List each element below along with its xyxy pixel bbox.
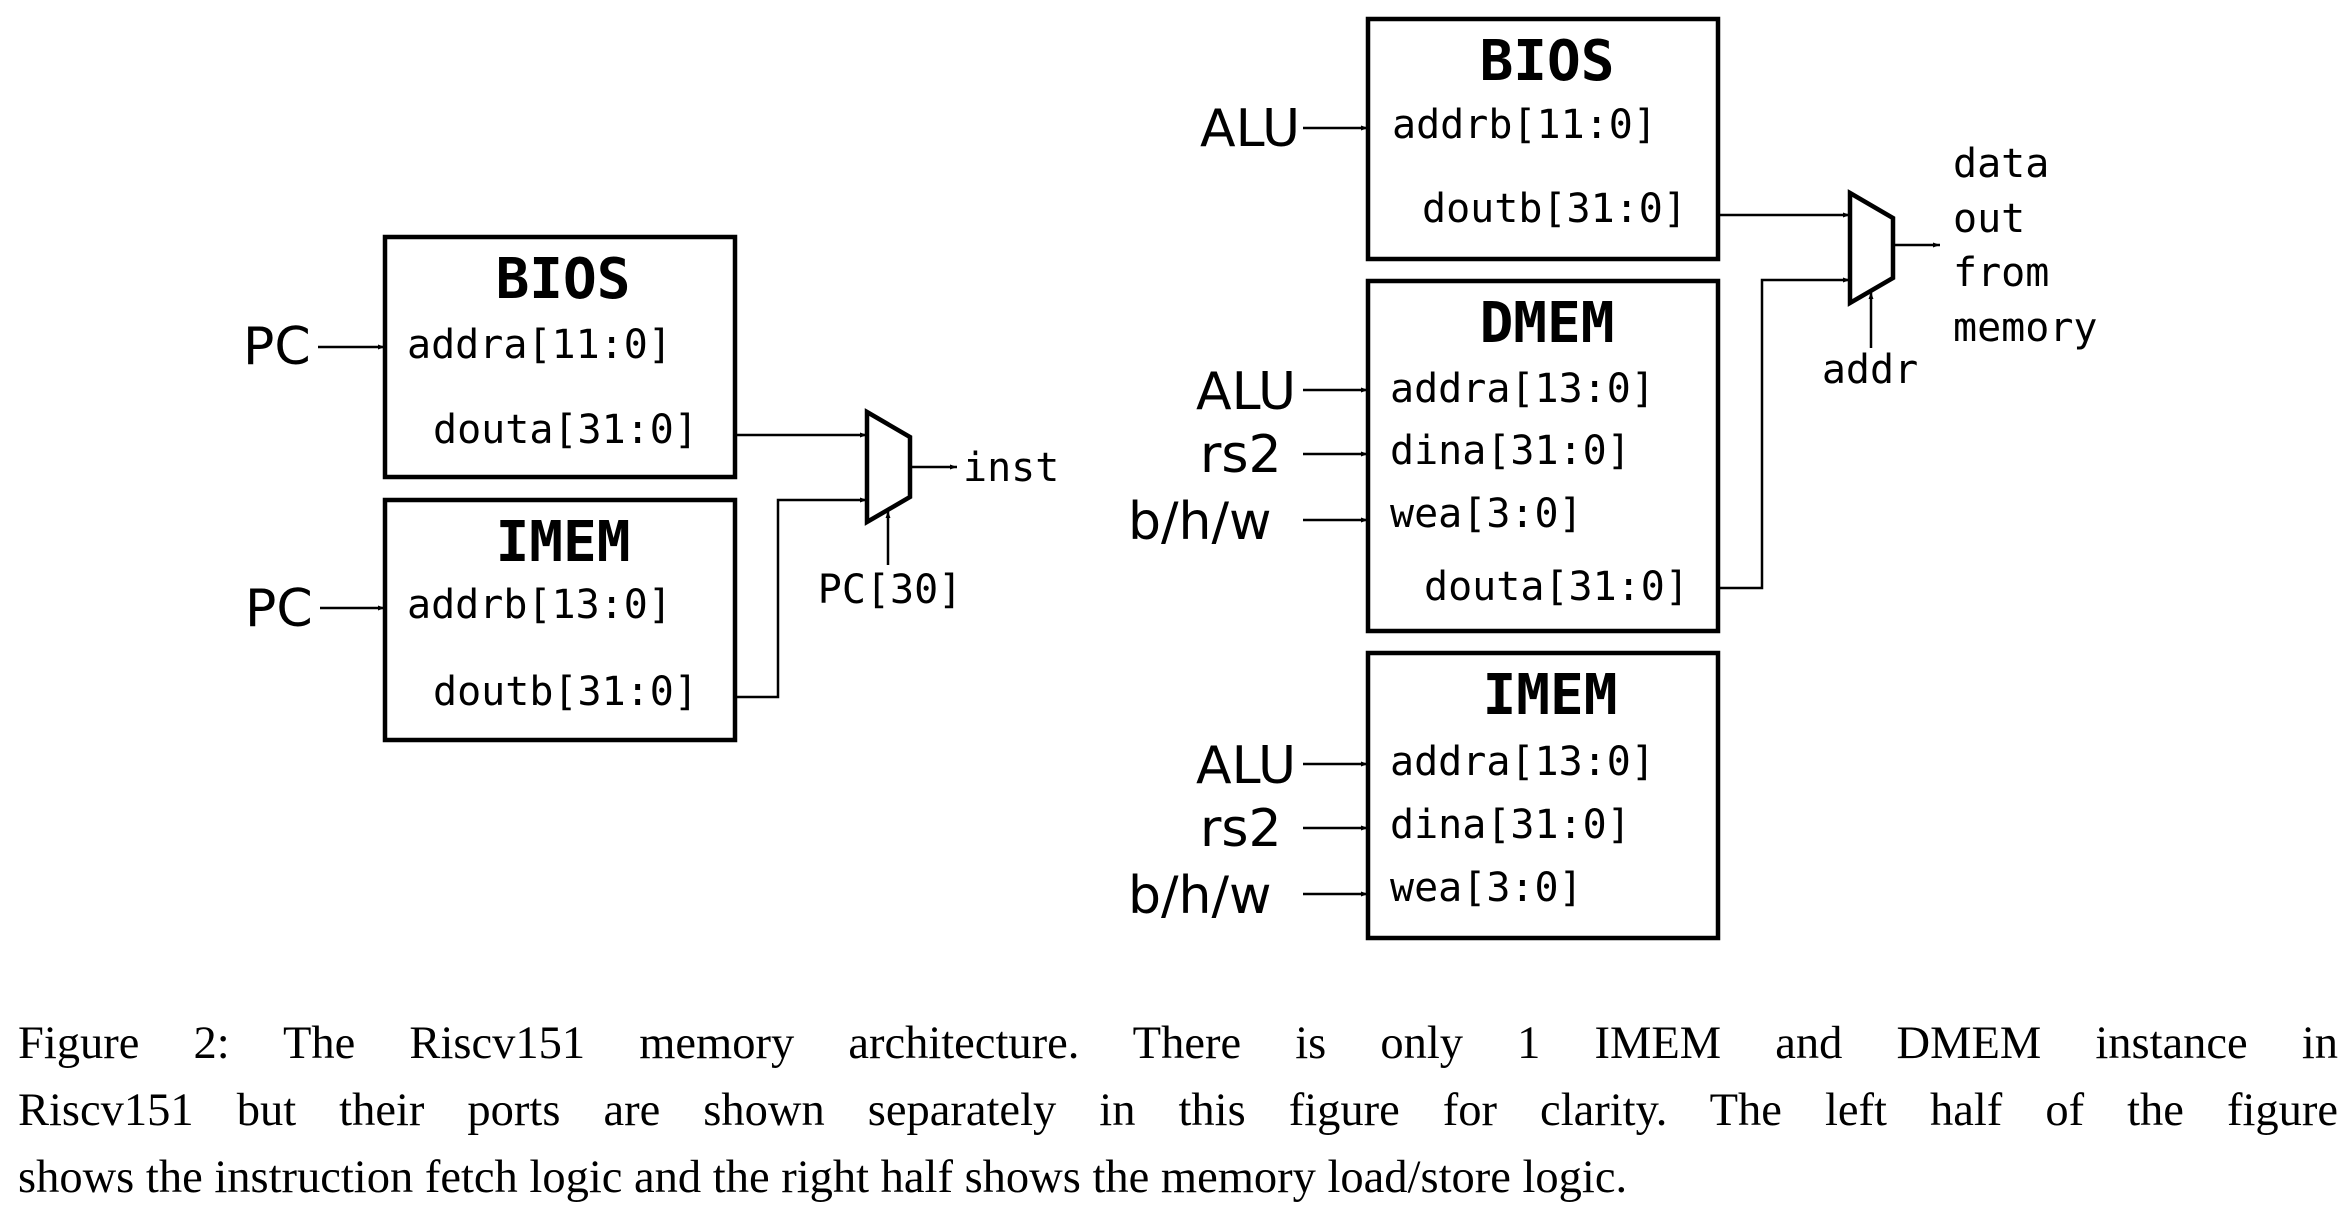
fetch-imem-in-signal: PC xyxy=(245,579,313,639)
ls-imem-in-signal-0: ALU xyxy=(1196,736,1296,796)
fetch-bios-title: BIOS xyxy=(496,247,631,312)
ls-bios-block: BIOS addrb[11:0] doutb[31:0] xyxy=(1365,16,1721,262)
ls-imem-in-port-2: wea[3:0] xyxy=(1390,865,1583,911)
ls-mux-output-line-3: memory xyxy=(1953,305,2098,351)
ls-imem-in-port-0: addra[13:0] xyxy=(1390,739,1655,785)
ls-dmem-in-signal-0: ALU xyxy=(1196,362,1296,422)
fetch-imem-block: IMEM addrb[13:0] doutb[31:0] xyxy=(382,497,738,743)
ls-imem-in-signal-1: rs2 xyxy=(1200,799,1282,859)
fetch-imem-in-port: addrb[13:0] xyxy=(407,582,672,628)
caption-line: shows the instruction fetch logic and th… xyxy=(18,1152,1628,1203)
ls-imem-block: IMEM addra[13:0] dina[31:0] wea[3:0] xyxy=(1365,650,1721,941)
memory-architecture-diagram: BIOS addra[11:0] douta[31:0] PC IMEM add… xyxy=(243,16,2098,941)
ls-dmem-out-wire xyxy=(1718,277,1850,590)
ls-mux-output-line-2: from xyxy=(1953,250,2049,296)
ls-bios-in-port: addrb[11:0] xyxy=(1392,102,1657,148)
ls-mux-select-label: addr xyxy=(1822,347,1918,393)
ls-mux-output-line-0: data xyxy=(1953,141,2049,187)
fetch-bios-block: BIOS addra[11:0] douta[31:0] xyxy=(382,234,738,480)
ls-mux-output-label: data out from memory xyxy=(1953,141,2098,351)
fetch-bios-in-signal: PC xyxy=(243,317,311,377)
fetch-bios-in-port: addra[11:0] xyxy=(407,322,672,368)
caption-line: Figure 2: The Riscv151 memory architectu… xyxy=(18,1018,2338,1069)
ls-mux xyxy=(1847,189,1896,307)
fetch-imem-title: IMEM xyxy=(496,510,631,575)
ls-dmem-block: DMEM addra[13:0] dina[31:0] wea[3:0] dou… xyxy=(1365,278,1721,634)
fetch-mux-output-label: inst xyxy=(963,445,1059,491)
ls-imem-in-signal-2: b/h/w xyxy=(1128,866,1272,926)
ls-dmem-in-port-1: dina[31:0] xyxy=(1390,428,1631,474)
fetch-bios-out-port: douta[31:0] xyxy=(433,407,698,453)
ls-imem-in-port-1: dina[31:0] xyxy=(1390,802,1631,848)
ls-dmem-title: DMEM xyxy=(1480,291,1615,356)
ls-bios-in-signal: ALU xyxy=(1200,99,1300,159)
ls-dmem-out-port: douta[31:0] xyxy=(1424,564,1689,610)
ls-bios-title: BIOS xyxy=(1480,29,1615,94)
figure-caption: Figure 2: The Riscv151 memory architectu… xyxy=(18,1010,2338,1211)
caption-line: Riscv151 but their ports are shown separ… xyxy=(18,1085,2338,1136)
ls-mux-output-line-1: out xyxy=(1953,196,2025,242)
ls-dmem-in-port-0: addra[13:0] xyxy=(1390,366,1655,412)
ls-bios-out-port: doutb[31:0] xyxy=(1422,186,1687,232)
fetch-mux xyxy=(864,408,913,526)
ls-dmem-in-signal-1: rs2 xyxy=(1200,425,1282,485)
ls-dmem-in-signal-2: b/h/w xyxy=(1128,492,1272,552)
ls-dmem-in-port-2: wea[3:0] xyxy=(1390,491,1583,537)
ls-imem-title: IMEM xyxy=(1483,663,1618,728)
fetch-mux-select-label: PC[30] xyxy=(818,567,963,613)
fetch-imem-out-port: doutb[31:0] xyxy=(433,669,698,715)
fetch-imem-out-wire xyxy=(735,497,867,699)
